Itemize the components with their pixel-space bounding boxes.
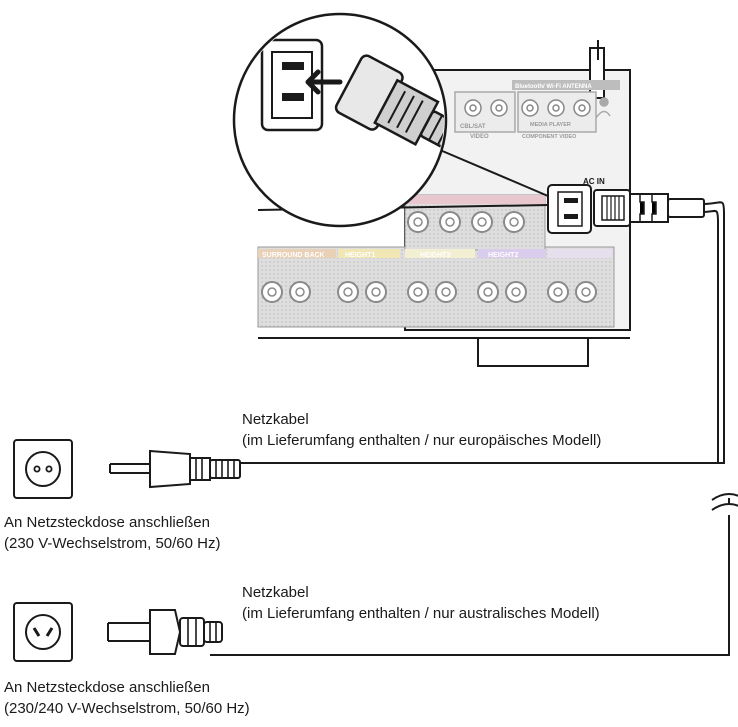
surround-back-label: SURROUND BACK (262, 252, 325, 259)
inserted-iec-plug (593, 189, 705, 227)
speaker-binding-post-hole (509, 217, 519, 227)
iec-plug (334, 54, 444, 157)
speaker-binding-post-hole (581, 287, 591, 297)
antenna-label-strip (512, 80, 620, 90)
cbl-sat-label: CBL/SAT (460, 124, 486, 130)
eu-cable-title: Netzkabel (242, 411, 309, 428)
zoom-line-upper (439, 149, 549, 197)
eu-outlet-spec: (230 V-Wechselstrom, 50/60 Hz) (4, 535, 221, 552)
front-height-strip (405, 195, 545, 204)
speaker-binding-post-hole (413, 287, 423, 297)
european-plug (109, 449, 241, 489)
insert-arrow-icon (305, 69, 343, 95)
height1-label: HEIGHT1 (345, 252, 375, 259)
speaker-binding-post-hole (511, 287, 521, 297)
height4-strip (548, 249, 612, 258)
australian-plug (107, 609, 223, 655)
speaker-terminals (261, 211, 597, 303)
au-outlet-title: An Netzsteckdose anschließen (4, 679, 210, 696)
height3-label: HEIGHT3 (420, 252, 450, 259)
cable-break-icon (711, 493, 738, 511)
speaker-binding-post-hole (343, 287, 353, 297)
microphone-icon (595, 97, 611, 119)
ac-in-label: AC IN (583, 177, 605, 186)
au-cable-title: Netzkabel (242, 584, 309, 601)
surround-back-strip (258, 249, 336, 258)
height1-strip (338, 249, 400, 258)
height3-strip (405, 249, 475, 258)
video-label: VIDEO (470, 134, 489, 140)
antenna-label: Bluetooth/ Wi-Fi ANTENNA (515, 84, 592, 90)
top-jacks (454, 91, 597, 133)
european-outlet (13, 439, 73, 499)
eu-cable-note: (im Lieferumfang enthalten / nur europäi… (242, 432, 602, 449)
speaker-binding-post-hole (553, 287, 563, 297)
power-cable (210, 201, 730, 656)
speaker-binding-post-hole (371, 287, 381, 297)
speaker-binding-post-hole (267, 287, 277, 297)
au-outlet-spec: (230/240 V-Wechselstrom, 50/60 Hz) (4, 700, 250, 717)
zoom-detail (260, 38, 444, 157)
speaker-binding-post-hole (295, 287, 305, 297)
speaker-binding-post-hole (483, 287, 493, 297)
ac-inlet (547, 184, 592, 234)
height2-strip (478, 249, 546, 258)
australian-outlet (13, 602, 73, 662)
speaker-binding-post-hole (441, 287, 451, 297)
media-player-label: MEDIA PLAYER (530, 122, 571, 128)
eu-outlet-title: An Netzsteckdose anschließen (4, 514, 210, 531)
au-cable-note: (im Lieferumfang enthalten / nur austral… (242, 605, 600, 622)
speaker-binding-post-hole (413, 217, 423, 227)
height2-label: HEIGHT2 (488, 252, 518, 259)
speaker-binding-post-hole (445, 217, 455, 227)
component-video-label: COMPONENT VIDEO (522, 134, 577, 140)
speaker-binding-post-hole (477, 217, 487, 227)
receiver-foot (477, 337, 589, 367)
